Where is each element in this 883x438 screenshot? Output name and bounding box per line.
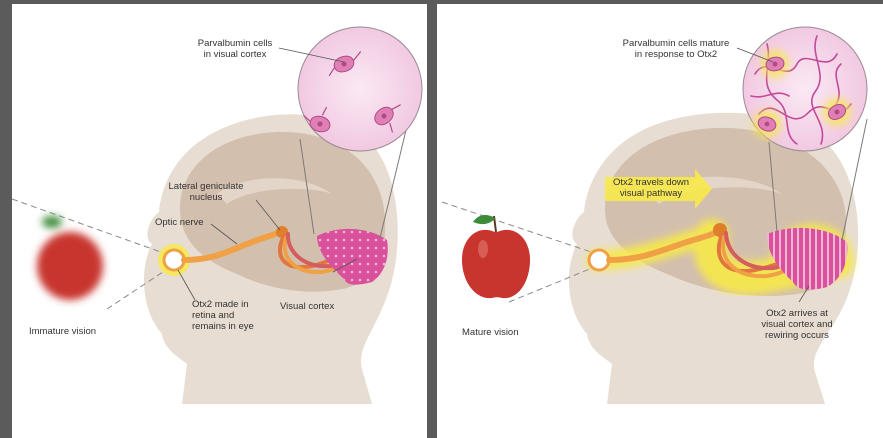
parvalbumin-label: Parvalbumin cells in visual cortex <box>190 38 280 60</box>
zoom-circle <box>298 27 422 151</box>
apple-sharp-icon <box>462 215 530 298</box>
apple-blurry-icon <box>37 216 103 300</box>
visual-cortex-label: Visual cortex <box>280 301 334 312</box>
otx2-arrives-label: Otx2 arrives at visual cortex and rewiri… <box>749 308 845 341</box>
otx2-travels-label: Otx2 travels down visual pathway <box>605 177 697 199</box>
mature-illustration <box>437 4 883 438</box>
immature-vision-panel: Parvalbumin cells in visual cortex Later… <box>12 4 427 438</box>
otx2-made-label: Otx2 made in retina and remains in eye <box>192 299 254 332</box>
parvalbumin-mature-label: Parvalbumin cells mature in response to … <box>615 38 737 60</box>
stage-label-mature: Mature vision <box>462 327 519 338</box>
optic-nerve-label: Optic nerve <box>155 217 204 228</box>
lgn-label: Lateral geniculate nucleus <box>158 181 254 203</box>
immature-illustration <box>12 4 427 438</box>
stage-label-immature: Immature vision <box>29 326 96 337</box>
mature-vision-panel: Parvalbumin cells mature in response to … <box>437 4 883 438</box>
